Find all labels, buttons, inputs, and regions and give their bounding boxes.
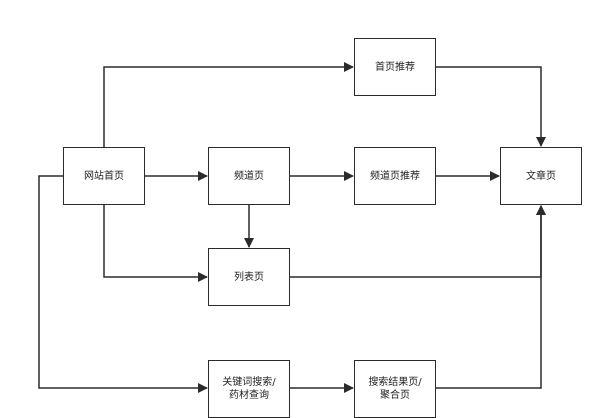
node-channel-recommend-label: 频道页推荐	[370, 170, 420, 182]
connectors-layer	[38, 62, 546, 393]
node-keyword-search-label: 关键词搜索/ 药材查询	[222, 377, 276, 401]
node-home-page-label: 网站首页	[84, 170, 124, 182]
node-channel-recommend: 频道页推荐	[354, 147, 436, 205]
node-search-result-label: 搜索结果页/ 聚合页	[368, 377, 422, 401]
arrow-home-to-keyword-search	[38, 175, 208, 393]
node-article-page-label: 文章页	[526, 170, 556, 182]
flowchart-diagram: 网站首页 首页推荐 频道页 频道页推荐 文章页 列表页 关键词搜索/ 药材查询 …	[38, 38, 582, 418]
node-list-page: 列表页	[208, 248, 290, 306]
node-channel-page: 频道页	[208, 147, 290, 205]
node-channel-page-label: 频道页	[234, 170, 264, 182]
arrow-search-result-to-article	[436, 205, 546, 389]
node-keyword-search: 关键词搜索/ 药材查询	[208, 360, 290, 418]
node-article-page: 文章页	[500, 147, 582, 205]
arrow-home-recommend-to-article	[436, 66, 546, 147]
node-list-page-label: 列表页	[234, 271, 264, 283]
arrow-home-to-home-recommend	[103, 62, 354, 147]
arrow-list-to-article	[290, 205, 546, 278]
node-home-recommend: 首页推荐	[354, 38, 436, 96]
arrow-home-to-list	[103, 205, 208, 282]
node-home-page: 网站首页	[63, 147, 145, 205]
node-home-recommend-label: 首页推荐	[375, 61, 415, 73]
node-search-result: 搜索结果页/ 聚合页	[354, 360, 436, 418]
